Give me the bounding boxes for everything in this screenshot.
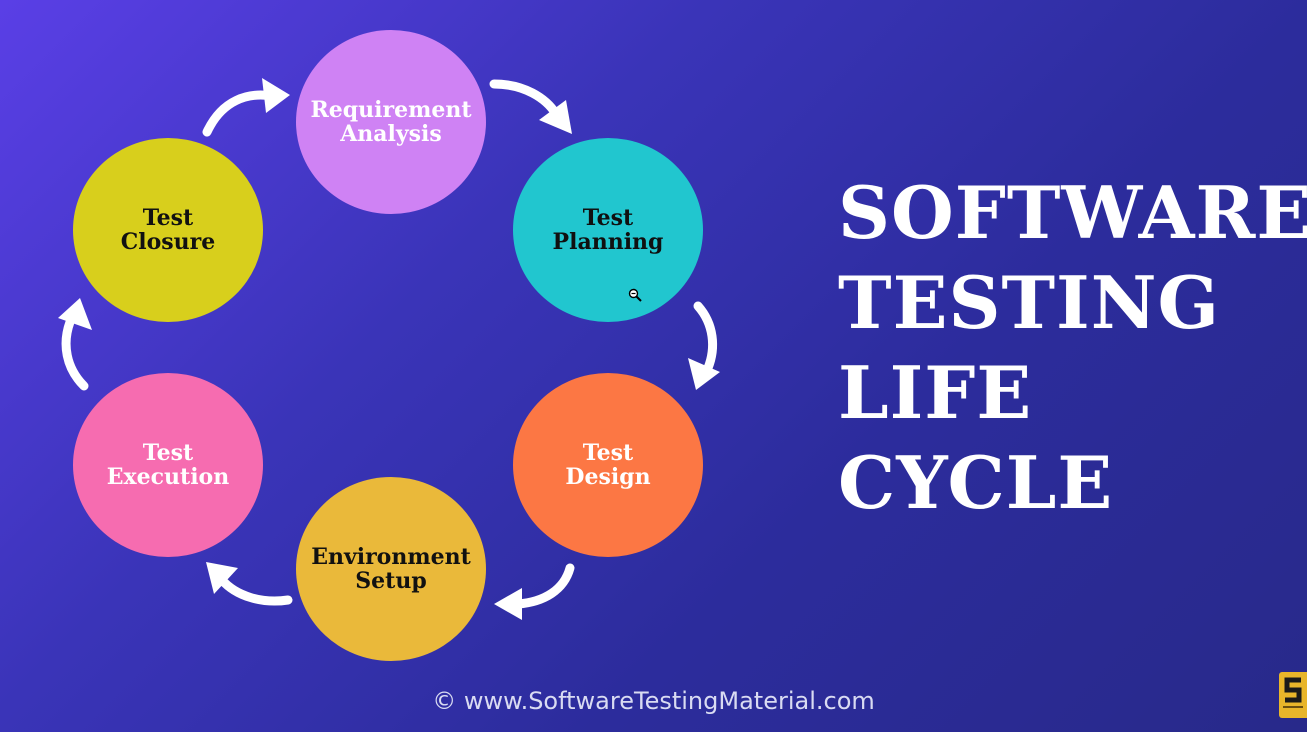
node-requirement-analysis: Requirement Analysis — [296, 30, 486, 214]
slide-title: SOFTWARE TESTING LIFE CYCLE — [838, 168, 1307, 528]
arrow-requirement-to-planning — [489, 79, 572, 134]
node-label-line1: Test — [142, 440, 194, 466]
arrow-planning-to-design — [688, 301, 720, 390]
node-label-line2: Planning — [552, 229, 664, 255]
node-label-line2: Design — [565, 464, 651, 490]
footer-copyright: © www.SoftwareTestingMaterial.com — [432, 687, 875, 715]
node-label-line1: Test — [142, 205, 194, 231]
node-label-line1: Test — [582, 205, 634, 231]
node-test-execution: Test Execution — [73, 373, 263, 557]
zoom-cursor-icon — [628, 288, 642, 302]
arrow-environment-to-execution — [206, 562, 293, 606]
node-label-line2: Closure — [120, 229, 216, 255]
brand-logo-icon — [1279, 672, 1307, 718]
node-label-line2: Analysis — [340, 121, 442, 147]
node-label-line1: Test — [582, 440, 634, 466]
title-line: CYCLE — [838, 440, 1114, 525]
node-label-line1: Requirement — [310, 97, 472, 123]
arrow-execution-to-closure — [58, 298, 92, 391]
node-environment-setup: Environment Setup — [296, 477, 486, 661]
node-test-planning: Test Planning — [513, 138, 703, 322]
node-label-line2: Setup — [355, 568, 427, 594]
node-test-design: Test Design — [513, 373, 703, 557]
arrow-design-to-environment — [494, 563, 575, 620]
title-line: TESTING — [838, 260, 1221, 345]
title-line: SOFTWARE — [838, 170, 1307, 255]
title-line: LIFE — [838, 350, 1033, 435]
arrow-closure-to-requirement — [202, 78, 290, 137]
node-label-line1: Environment — [311, 544, 471, 570]
node-test-closure: Test Closure — [73, 138, 263, 322]
node-label-line2: Execution — [106, 464, 230, 490]
